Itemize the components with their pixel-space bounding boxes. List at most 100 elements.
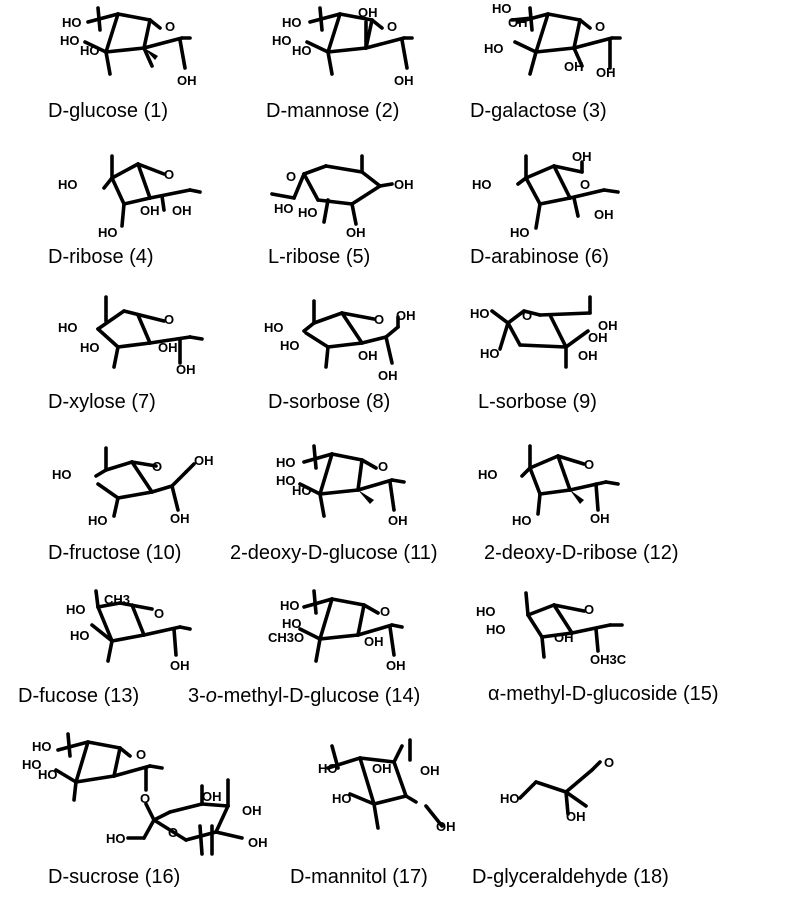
d-arabinose-structure	[516, 154, 620, 230]
compound-d-galactose: HO OH HO O OH OH D-galactose (3)	[470, 0, 670, 125]
2-deoxy-d-ribose-structure	[520, 444, 620, 516]
l-sorbose-label-o: O	[522, 308, 533, 323]
compound-d-fucose: CH3 HO O HO OH D-fucose (13)	[14, 585, 214, 710]
alpha-methyl-d-glucoside-label-oh3c: OH3C	[590, 652, 627, 667]
l-sorbose-label-ho1: HO	[470, 306, 490, 321]
d-glyceraldehyde-label-o: O	[604, 755, 615, 770]
d-ribose-label-oh1: OH	[140, 203, 160, 218]
d-galactose-label-oh2: OH	[564, 59, 584, 74]
d-sorbose-label-ho2: HO	[280, 338, 300, 353]
d-galactose-label-ho2: HO	[484, 41, 504, 56]
compound-2-deoxy-d-ribose: HO O HO OH 2-deoxy-D-ribose (12)	[478, 440, 718, 565]
d-glyceraldehyde-name: D-glyceraldehyde (18)	[472, 866, 669, 888]
l-sorbose-label-oh1: OH	[598, 318, 618, 333]
d-mannose-label-ho3: HO	[292, 43, 312, 58]
d-galactose-label-ho1: HO	[492, 1, 512, 16]
l-ribose-name: L-ribose (5)	[268, 246, 371, 268]
d-sorbose-name: D-sorbose (8)	[268, 391, 391, 413]
2-deoxy-d-glucose-label-ho1: HO	[276, 455, 296, 470]
d-sucrose-label-ho4: HO	[106, 831, 126, 846]
d-mannose-label-ho2: HO	[272, 33, 292, 48]
l-sorbose-label-oh2: OH	[588, 330, 608, 345]
compound-l-sorbose: HO O OH HO OH OH L-sorbose (9)	[470, 293, 670, 418]
2-deoxy-d-glucose-label-ho2: HO	[276, 473, 296, 488]
d-glucose-name: D-glucose (1)	[48, 100, 169, 122]
l-ribose-label-oh1: OH	[394, 177, 414, 192]
d-mannose-label-oh1: OH	[358, 5, 378, 20]
l-ribose-label-oh2: OH	[346, 225, 366, 240]
d-mannitol-label-oh2: OH	[420, 763, 440, 778]
d-fructose-structure	[94, 446, 196, 518]
3-o-methyl-d-glucose-label-oh2: OH	[386, 658, 406, 673]
3-o-methyl-d-glucose-label-ch3o: CH3O	[268, 630, 305, 645]
d-glyceraldehyde-structure	[518, 760, 602, 816]
2-deoxy-d-glucose-name: 2-deoxy-D-glucose (11)	[230, 542, 438, 564]
compound-d-xylose: HO O HO OH OH D-xylose (7)	[40, 293, 240, 418]
d-glucose-structure	[83, 6, 192, 76]
d-mannitol-label-ho1: HO	[318, 761, 338, 776]
d-mannose-label-o: O	[387, 19, 398, 34]
d-mannitol-label-oh1: OH	[372, 761, 392, 776]
d-fructose-name: D-fructose (10)	[48, 542, 182, 564]
d-sucrose-label-oh3: OH	[248, 835, 268, 850]
alpha-methyl-d-glucoside-label-o: O	[584, 602, 595, 617]
l-sorbose-label-ho2: HO	[480, 346, 500, 361]
d-ribose-label-ho2: HO	[98, 225, 118, 240]
alpha-methyl-d-glucoside-structure	[524, 591, 624, 659]
d-galactose-structure	[510, 6, 622, 76]
d-glyceraldehyde-label-ho: HO	[500, 791, 520, 806]
2-deoxy-d-glucose-label-oh: OH	[388, 513, 408, 528]
l-ribose-label-ho1: HO	[274, 201, 294, 216]
d-arabinose-label-oh1: OH	[572, 149, 592, 164]
3-o-methyl-d-glucose-label-ho2: HO	[282, 616, 302, 631]
d-glucose-label-ho2: HO	[60, 33, 80, 48]
d-sucrose-label-o2: O	[140, 791, 151, 806]
d-glucose-label-oh: OH	[177, 73, 197, 88]
d-mannitol-structure	[326, 738, 444, 830]
d-arabinose-label-oh2: OH	[594, 207, 614, 222]
d-glucose-label-ho3: HO	[80, 43, 100, 58]
3-o-methyl-d-glucose-label-ho1: HO	[280, 598, 300, 613]
d-fructose-label-oh1: OH	[194, 453, 214, 468]
2-deoxy-d-ribose-name: 2-deoxy-D-ribose (12)	[484, 542, 679, 564]
d-fucose-name: D-fucose (13)	[18, 685, 140, 707]
alpha-methyl-d-glucoside-label-ho1: HO	[476, 604, 496, 619]
3-o-methyl-d-glucose-label-oh1: OH	[364, 634, 384, 649]
2-deoxy-d-glucose-label-o: O	[378, 459, 389, 474]
d-galactose-label-oh1: OH	[508, 15, 528, 30]
d-fucose-label-ho2: HO	[70, 628, 90, 643]
d-ribose-label-ho1: HO	[58, 177, 78, 192]
l-ribose-structure	[270, 154, 394, 226]
d-mannitol-label-ho2: HO	[332, 791, 352, 806]
d-sucrose-label-ho2: HO	[22, 757, 42, 772]
d-fructose-label-ho1: HO	[52, 467, 72, 482]
2-deoxy-d-ribose-label-o: O	[584, 457, 595, 472]
d-fucose-label-ho1: HO	[66, 602, 86, 617]
d-fucose-label-o: O	[154, 606, 165, 621]
d-fructose-label-o: O	[152, 459, 163, 474]
d-mannose-structure	[305, 6, 414, 76]
d-sorbose-label-ho1: HO	[264, 320, 284, 335]
d-sucrose-label-ho3: HO	[38, 767, 58, 782]
d-ribose-label-o: O	[164, 167, 175, 182]
d-glucose-label-ho1: HO	[62, 15, 82, 30]
alpha-methyl-d-glucoside-label-ho2: HO	[486, 622, 506, 637]
d-galactose-name: D-galactose (3)	[470, 100, 607, 122]
d-fucose-structure	[90, 589, 192, 663]
d-sucrose-structure	[54, 732, 244, 856]
d-mannitol-label-oh3: OH	[436, 819, 456, 834]
d-arabinose-name: D-arabinose (6)	[470, 246, 609, 268]
d-glyceraldehyde-label-oh: OH	[566, 809, 586, 824]
d-sucrose-label-oh2: OH	[242, 803, 262, 818]
d-mannose-label-oh2: OH	[394, 73, 414, 88]
compound-d-glyceraldehyde: O HO OH D-glyceraldehyde (18)	[470, 728, 730, 893]
2-deoxy-d-ribose-label-oh: OH	[590, 511, 610, 526]
d-sorbose-structure	[302, 299, 400, 369]
2-deoxy-d-glucose-structure	[298, 444, 406, 518]
d-sucrose-label-oh1: OH	[202, 789, 222, 804]
2-deoxy-d-ribose-label-ho1: HO	[478, 467, 498, 482]
3-o-methyl-d-glucose-structure	[298, 589, 404, 663]
compound-3-o-methyl-d-glucose: HO HO O CH3O OH OH 3-o-methyl-D-glucose …	[188, 585, 468, 710]
d-glucose-label-o: O	[165, 19, 176, 34]
d-mannitol-name: D-mannitol (17)	[290, 866, 428, 888]
